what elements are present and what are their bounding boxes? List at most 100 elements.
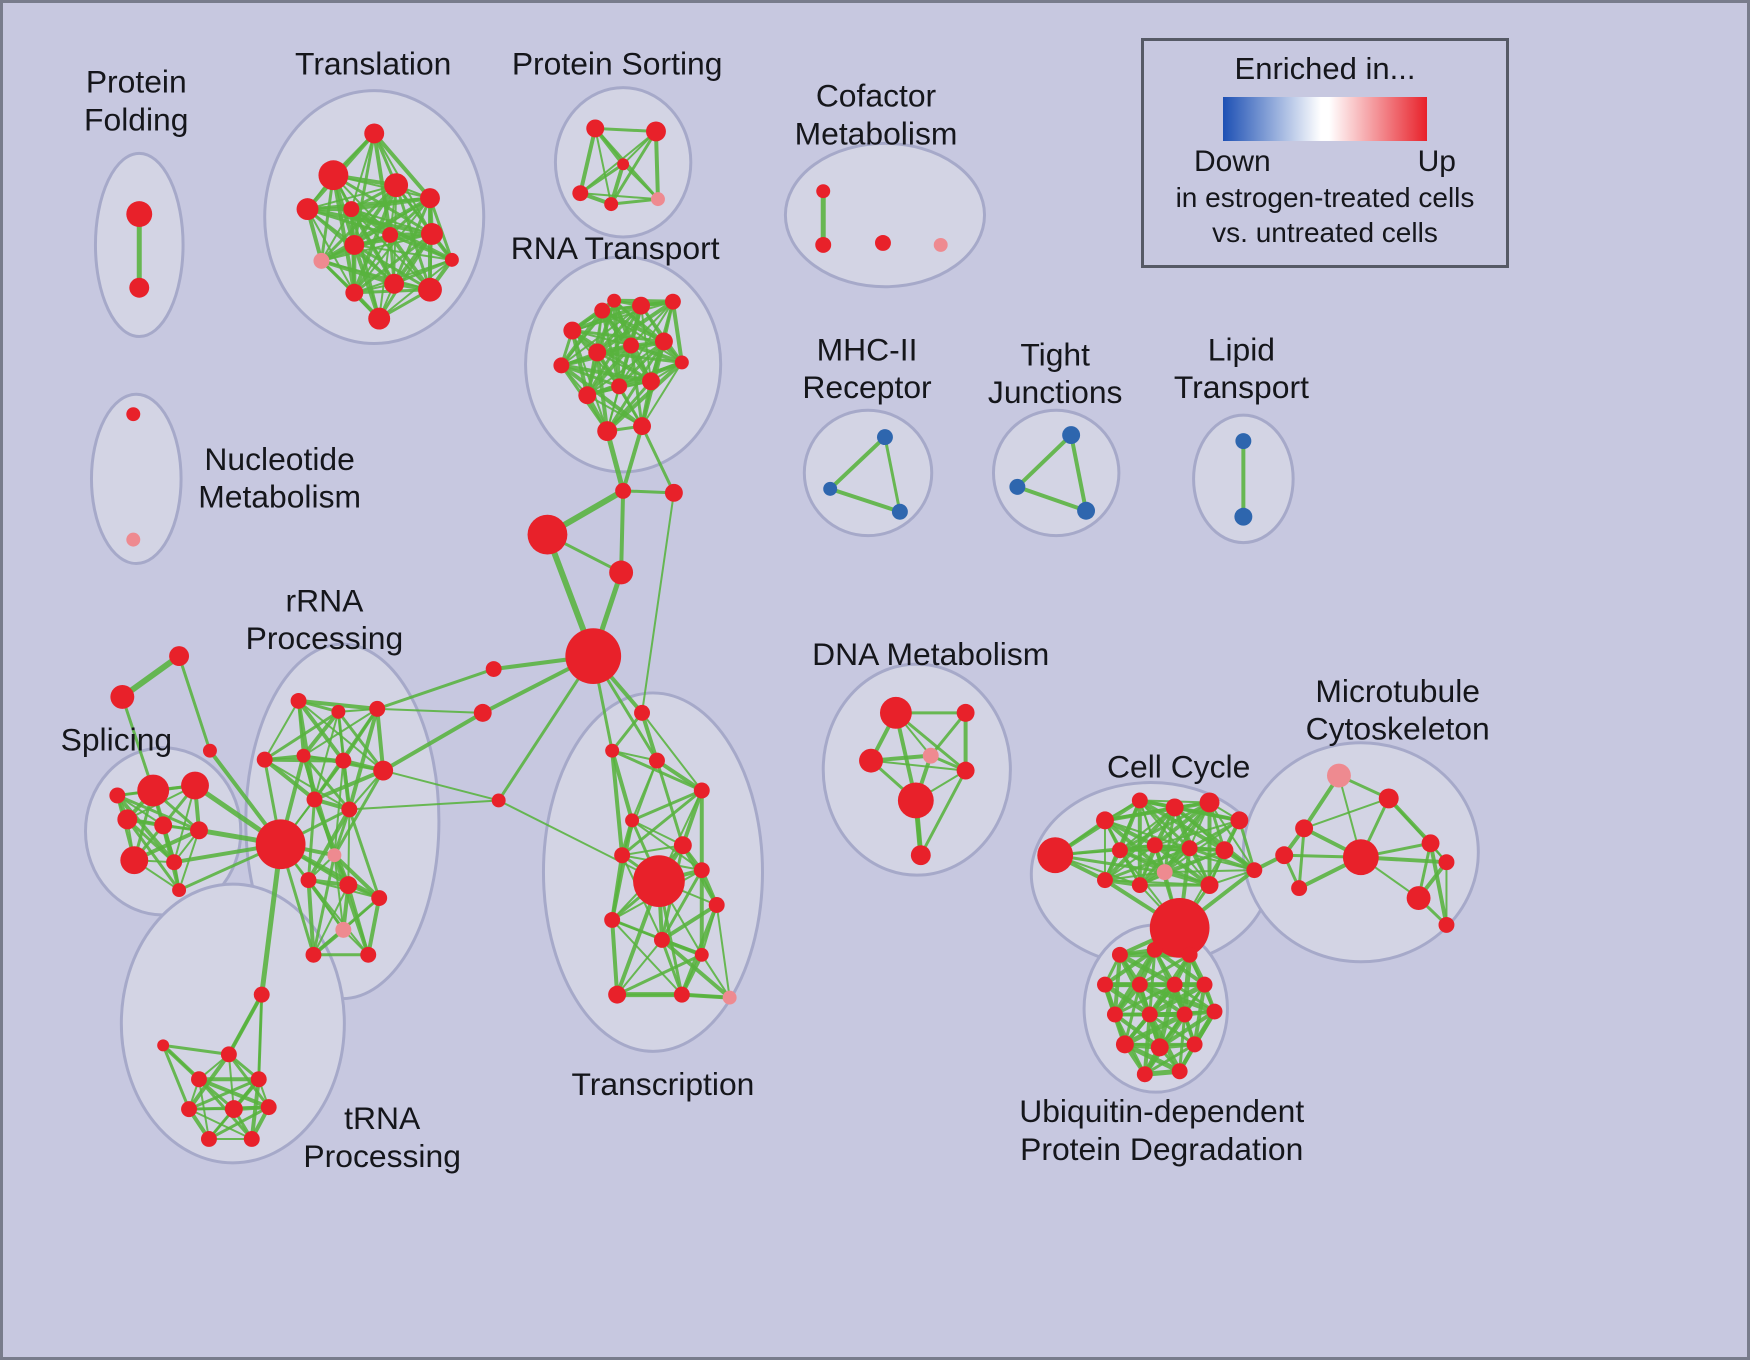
node-rt11[interactable] [642,372,660,391]
node-mt8[interactable] [1438,916,1455,933]
node-tc7[interactable] [633,855,685,907]
node-rt9[interactable] [578,386,597,405]
node-rr7[interactable] [373,760,394,781]
node-rr11[interactable] [327,848,342,863]
node-dn1[interactable] [879,696,912,729]
node-ub7[interactable] [1196,976,1213,993]
node-t5[interactable] [384,173,409,198]
node-sp3[interactable] [117,809,138,830]
node-sp9[interactable] [172,883,187,898]
node-mt7[interactable] [1406,886,1431,910]
node-tr6[interactable] [224,1100,243,1119]
node-ub3[interactable] [1181,946,1198,963]
node-cc11[interactable] [1156,864,1173,881]
node-t10[interactable] [421,223,443,245]
node-tr2[interactable] [220,1046,237,1063]
node-dn4[interactable] [922,747,939,764]
node-tc4[interactable] [693,782,710,799]
node-sp7[interactable] [109,787,126,804]
node-ub5[interactable] [1131,976,1148,993]
node-ps3[interactable] [572,185,589,202]
node-rt10[interactable] [611,378,628,395]
node-rr14[interactable] [371,890,388,906]
node-rr2[interactable] [331,704,346,719]
node-cf3[interactable] [875,234,891,251]
node-sp6[interactable] [166,854,183,871]
node-f5[interactable] [473,703,492,722]
node-lt2[interactable] [1234,507,1253,526]
node-cc1[interactable] [1037,837,1074,874]
node-lt1[interactable] [1235,433,1252,450]
node-tc13[interactable] [694,947,709,962]
node-rr3[interactable] [369,700,386,717]
node-tc6[interactable] [673,836,692,855]
node-cc5[interactable] [1199,792,1220,813]
node-ps1[interactable] [586,119,605,138]
node-nm1[interactable] [126,407,141,422]
node-sp2[interactable] [181,771,209,800]
node-ub15[interactable] [1136,1066,1153,1083]
node-mt6[interactable] [1291,880,1308,897]
node-tc11[interactable] [604,911,621,928]
node-cc12[interactable] [1097,872,1113,889]
node-dn6[interactable] [897,782,934,819]
node-t8[interactable] [344,234,365,255]
node-mt2[interactable] [1378,788,1399,809]
node-rt2[interactable] [594,302,611,319]
node-ub9[interactable] [1141,1006,1158,1023]
node-nm2[interactable] [126,532,141,547]
node-tc12[interactable] [653,931,670,948]
node-ps6[interactable] [617,158,630,171]
node-cf4[interactable] [933,237,948,252]
node-ub11[interactable] [1206,1003,1223,1020]
node-dn7[interactable] [910,845,931,866]
node-ub8[interactable] [1106,1006,1123,1023]
node-mh2[interactable] [823,481,838,496]
node-t7[interactable] [313,252,330,269]
node-rt14[interactable] [633,417,651,436]
node-cc9[interactable] [1181,840,1198,857]
node-sp4[interactable] [154,816,173,835]
node-tr10[interactable] [157,1039,170,1052]
node-dn5[interactable] [956,761,975,780]
node-tr8[interactable] [200,1131,217,1147]
node-mt5[interactable] [1421,834,1440,853]
node-sp8[interactable] [190,821,208,840]
node-tr5[interactable] [181,1101,198,1118]
node-mt1[interactable] [1326,763,1351,788]
node-t14[interactable] [368,307,391,330]
node-rr6[interactable] [335,752,352,769]
node-rt13[interactable] [597,421,618,442]
node-pf2[interactable] [129,277,150,298]
node-rt8[interactable] [654,332,673,351]
node-rt5[interactable] [553,357,570,374]
node-fr3[interactable] [202,743,217,758]
node-rt7[interactable] [623,337,640,354]
node-t6[interactable] [420,188,440,209]
node-cc14[interactable] [1200,876,1219,895]
node-c2[interactable] [527,514,568,555]
node-cc6[interactable] [1230,811,1249,830]
node-ub12[interactable] [1115,1035,1134,1054]
node-fr2[interactable] [110,684,135,709]
node-cc8[interactable] [1146,837,1163,854]
node-fr1[interactable] [169,646,190,667]
node-tj1[interactable] [1062,426,1081,445]
node-rr4[interactable] [256,751,273,768]
node-rr1[interactable] [290,692,307,709]
node-rr5[interactable] [296,748,311,763]
node-t3[interactable] [296,198,319,221]
node-mh1[interactable] [876,429,893,446]
node-sp5[interactable] [120,846,149,875]
node-f4[interactable] [485,661,502,678]
node-t9[interactable] [382,227,399,243]
node-mt4[interactable] [1342,839,1379,876]
node-tr1[interactable] [253,986,270,1003]
node-tc15[interactable] [673,986,690,1003]
node-tc2[interactable] [605,743,620,758]
node-br1[interactable] [1275,846,1294,865]
node-tr7[interactable] [260,1099,277,1116]
node-tc16[interactable] [722,990,737,1005]
node-tr9[interactable] [243,1131,260,1147]
node-rt6[interactable] [588,343,607,362]
